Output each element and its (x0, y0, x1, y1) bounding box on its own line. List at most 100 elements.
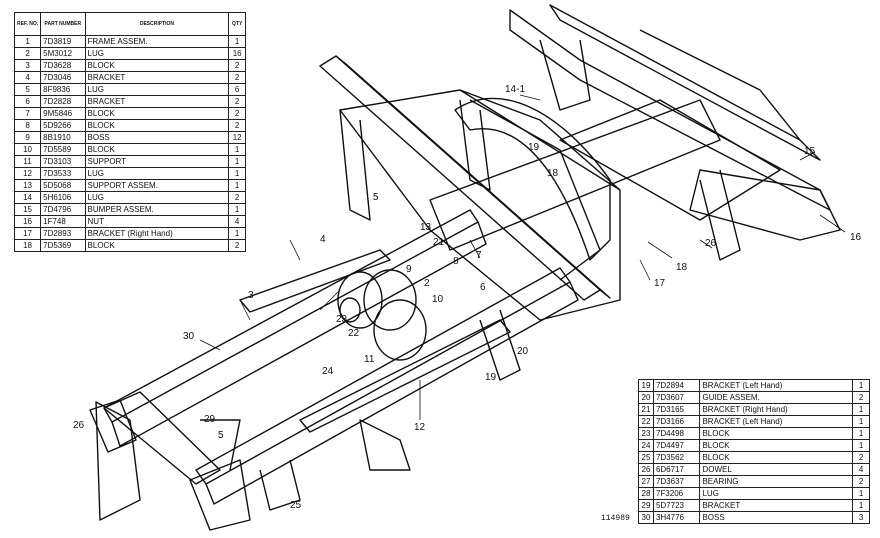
ref-no-cell: 20 (638, 391, 654, 404)
ref-no-cell: 5 (13, 83, 42, 96)
qty-cell: 2 (852, 451, 870, 464)
qty-cell: 4 (852, 463, 870, 476)
callout-8: 8 (453, 256, 459, 267)
ref-no-cell: 16 (13, 215, 42, 228)
description-cell: BRACKET (699, 499, 854, 512)
callout-25: 24 (322, 366, 334, 377)
part-number-cell: 8F9836 (40, 83, 86, 96)
callout-16: 16 (850, 232, 862, 243)
part-number-cell: 7D4497 (652, 439, 701, 452)
callout-5b: 5 (218, 430, 224, 441)
qty-cell: 12 (228, 131, 246, 144)
callout-5a: 5 (373, 192, 379, 203)
callout-labels: 14-1 19 18 15 16 26 18 17 5 13 21 8 7 4 … (73, 84, 862, 511)
ref-no-cell: 28 (638, 487, 654, 500)
qty-cell: 2 (852, 475, 870, 488)
part-number-cell: 7D3165 (652, 403, 701, 416)
description-cell: BLOCK (699, 439, 854, 452)
ref-no-cell: 30 (638, 511, 654, 524)
qty-cell: 1 (852, 499, 870, 512)
qty-cell: 1 (228, 155, 246, 168)
ref-no-cell: 4 (13, 71, 42, 84)
ref-no-cell: 23 (638, 427, 654, 440)
ref-no-cell: 25 (638, 451, 654, 464)
part-number-cell: 6D6717 (652, 463, 701, 476)
description-cell: BOSS (84, 131, 230, 144)
ref-no-cell: 11 (13, 155, 42, 168)
part-number-cell: 7D3103 (40, 155, 86, 168)
ref-no-cell: 13 (13, 179, 42, 192)
description-cell: BUMPER ASSEM. (84, 203, 230, 216)
callout-2: 2 (424, 278, 430, 289)
front-cross-member (103, 391, 221, 485)
description-cell: LUG (699, 487, 854, 500)
ref-no-cell: 17 (13, 227, 42, 240)
callout-4: 4 (320, 234, 326, 245)
callout-10: 10 (432, 294, 444, 305)
part-number-cell: 7D4498 (652, 427, 701, 440)
qty-cell: 1 (228, 35, 246, 48)
drum-part (337, 271, 383, 329)
description-cell: BLOCK (84, 119, 230, 132)
description-cell: DOWEL (699, 463, 854, 476)
part-number-cell: 5D5068 (40, 179, 86, 192)
callout-22: 21 (433, 237, 445, 248)
callout-28: 26 (705, 238, 717, 249)
part-number-cell: 7D3628 (40, 59, 86, 72)
callout-13: 13 (420, 222, 432, 233)
ref-no-cell: 12 (13, 167, 42, 180)
qty-cell: 2 (228, 59, 246, 72)
ref-no-cell: 6 (13, 95, 42, 108)
part-number-cell: 5M3012 (40, 47, 86, 60)
col-qty: QTY (228, 12, 246, 36)
qty-cell: 4 (228, 215, 246, 228)
col-description: DESCRIPTION (84, 12, 230, 36)
ref-no-cell: 27 (638, 475, 654, 488)
callout-11: 11 (364, 354, 375, 365)
description-cell: BLOCK (699, 427, 854, 440)
description-cell: BRACKET (84, 95, 230, 108)
callout-12: 12 (414, 422, 426, 433)
arch-member (454, 97, 611, 261)
description-cell: BLOCK (84, 239, 230, 252)
callout-3: 3 (248, 290, 254, 301)
callout-21: 20 (517, 346, 529, 357)
ref-no-cell: 1 (13, 35, 42, 48)
description-cell: BRACKET (Left Hand) (699, 415, 854, 428)
part-number-cell: 7D2894 (652, 379, 701, 392)
description-cell: SUPPORT (84, 155, 230, 168)
ref-no-cell: 14 (13, 191, 42, 204)
qty-cell: 2 (228, 71, 246, 84)
ref-no-cell: 29 (638, 499, 654, 512)
part-number-cell: 5H6106 (40, 191, 86, 204)
ref-no-cell: 24 (638, 439, 654, 452)
ref-no-cell: 21 (638, 403, 654, 416)
callout-15: 15 (804, 146, 816, 157)
part-number-cell: 7D3637 (652, 475, 701, 488)
qty-cell: 2 (228, 95, 246, 108)
rear-bumper (689, 169, 841, 241)
description-cell: BLOCK (84, 107, 230, 120)
ref-no-cell: 3 (13, 59, 42, 72)
